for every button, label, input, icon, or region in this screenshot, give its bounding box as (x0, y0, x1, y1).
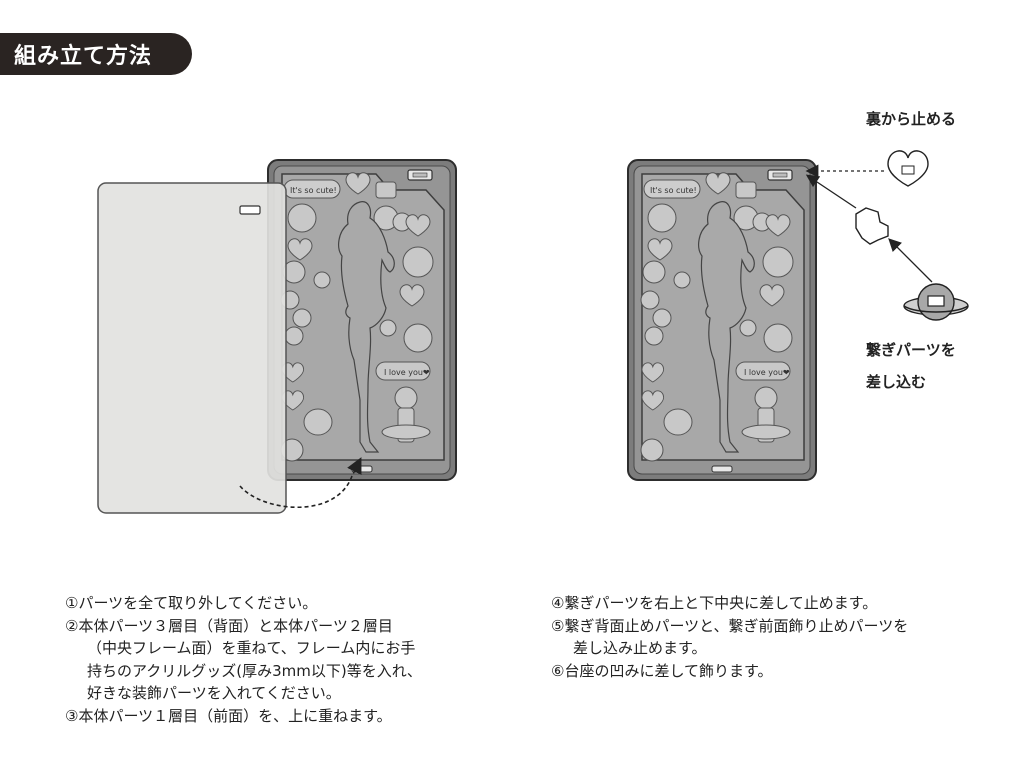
left-assembly: It's so cute! I love you❤ (97, 160, 456, 514)
instruction-step: ⑤繋ぎ背面止めパーツと、繋ぎ前面飾り止めパーツを (551, 616, 909, 635)
body-panel-back: It's so cute! I love you❤ (268, 160, 456, 480)
instruction-step: ②本体パーツ３層目（背面）と本体パーツ２層目 (65, 616, 393, 635)
insert-label-line2: 差し込む (866, 373, 927, 391)
speech-bubble-text: I love you❤ (744, 368, 790, 377)
instruction-step: （中央フレーム面）を重ねて、フレーム内にお手 (87, 639, 416, 657)
instruction-step: ⑥台座の凹みに差して飾ります。 (551, 661, 773, 680)
planet-decoration-icon (903, 283, 969, 321)
instruction-step: ④繋ぎパーツを右上と下中央に差して止めます。 (551, 594, 878, 612)
section-title: 組み立て方法 (0, 33, 192, 75)
assembly-flip-arrow (239, 457, 362, 508)
instruction-step: 持ちのアクリルグッズ(厚み3mm以下)等を入れ、 (87, 661, 422, 680)
speech-bubble-text: I love you❤ (384, 368, 430, 377)
back-stop-label: 裏から止める (866, 110, 957, 128)
instruction-step: ③本体パーツ１層目（前面）を、上に重ねます。 (65, 706, 392, 725)
section-title-text: 組み立て方法 (14, 44, 153, 69)
heart-stopper-icon (887, 150, 929, 187)
right-assembly: It's so cute! I love you❤ (628, 150, 969, 480)
instructions-right: ④繋ぎパーツを右上と下中央に差して止めます。 ⑤繋ぎ背面止めパーツと、繋ぎ前面飾… (551, 592, 908, 682)
body-panel-assembled: It's so cute! I love you❤ (628, 160, 816, 480)
speech-bubble-text: It's so cute! (290, 186, 337, 195)
connector-arrow (805, 174, 857, 209)
instructions-left: ①パーツを全て取り外してください。 ②本体パーツ３層目（背面）と本体パーツ２層目… (65, 592, 422, 727)
speech-bubble-text: It's so cute! (650, 186, 697, 195)
clear-front-panel (97, 182, 287, 514)
connector-piece-icon (855, 207, 889, 245)
instruction-step: 好きな装飾パーツを入れてください。 (87, 684, 341, 702)
insert-label-line1: 繋ぎパーツを (866, 341, 956, 359)
instruction-step: ①パーツを全て取り外してください。 (65, 594, 318, 612)
insert-arrow (888, 238, 933, 283)
instruction-step: 差し込み止めます。 (573, 639, 707, 657)
